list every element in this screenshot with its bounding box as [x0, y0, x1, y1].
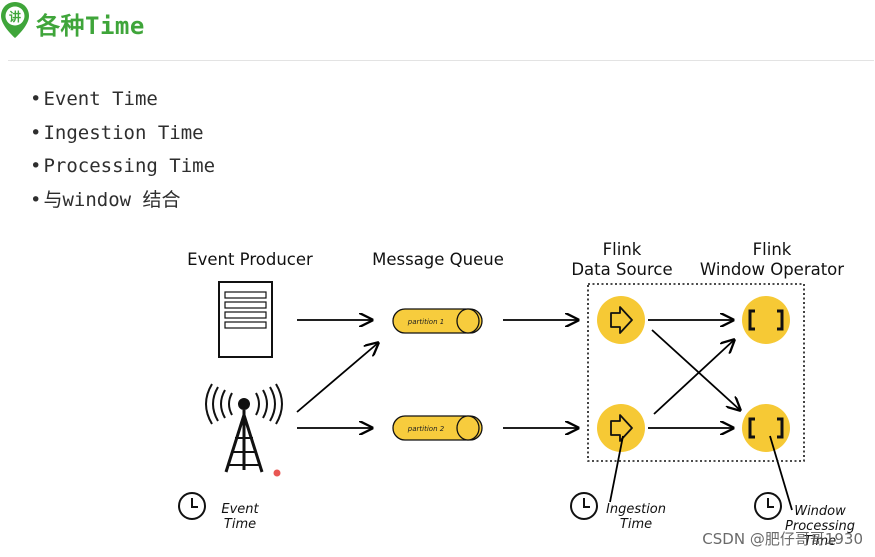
flink-source-label-2: Data Source	[571, 260, 672, 279]
clock-icon	[570, 492, 598, 520]
brackets-icon	[748, 417, 784, 439]
bullet-dot: •	[30, 155, 42, 177]
bullet-list: •Event Time •Ingestion Time •Processing …	[30, 86, 215, 220]
source-node-1	[597, 296, 645, 344]
arrow-right-icon	[610, 306, 633, 334]
processing-time-label-3: Time	[804, 534, 836, 549]
watermark-text: CSDN @肥仔哥哥1930	[702, 530, 863, 548]
bullet-text: Processing Time	[43, 155, 216, 177]
ingestion-time-label-1: Ingestion	[606, 502, 666, 517]
clock-icon	[754, 492, 782, 520]
flink-window-label-1: Flink	[753, 240, 792, 259]
processing-time-label-2: Processing	[785, 519, 855, 534]
flink-boundary-box	[587, 283, 805, 462]
processing-time-label-1: Window	[794, 504, 846, 519]
event-producer-label: Event Producer	[187, 250, 313, 269]
antenna-tower-icon	[205, 383, 283, 473]
bullet-text: Ingestion Time	[43, 121, 204, 144]
page-title: 各种Time	[36, 12, 145, 40]
message-queue-label: Message Queue	[372, 250, 504, 269]
partition-1-pill: partition 1	[392, 308, 483, 334]
partition-1-label: partition 1	[407, 318, 444, 326]
source-node-2	[597, 404, 645, 452]
ingestion-time-label-2: Time	[620, 517, 652, 532]
logo-pin-icon: 讲	[1, 2, 29, 38]
producer-arrows	[296, 320, 378, 428]
operator-arrows	[648, 320, 740, 428]
bullet-text: 与window 结合	[43, 188, 181, 211]
bullet-item: •与window 结合	[30, 187, 215, 221]
bullet-dot: •	[30, 88, 42, 110]
window-node-2	[742, 404, 790, 452]
clock-icon	[178, 492, 206, 520]
bullet-item: •Event Time	[30, 86, 215, 120]
bullet-text: Event Time	[43, 88, 158, 110]
partition-2-label: partition 2	[407, 425, 445, 433]
bullet-dot: •	[30, 188, 42, 211]
flink-source-label-1: Flink	[603, 240, 642, 259]
event-time-label-2: Time	[224, 517, 256, 532]
window-node-1	[742, 296, 790, 344]
event-time-label-1: Event	[221, 502, 259, 517]
arrow-right-icon	[610, 414, 633, 442]
title-divider	[8, 60, 874, 61]
flink-window-label-2: Window Operator	[700, 260, 844, 279]
queue-arrows	[503, 320, 578, 428]
bullet-item: •Ingestion Time	[30, 120, 215, 154]
timestamp-pointers	[609, 435, 793, 511]
server-icon	[218, 281, 273, 358]
bullet-dot: •	[30, 121, 42, 144]
cursor-dot	[273, 469, 281, 477]
brackets-icon	[748, 309, 784, 331]
bullet-item: •Processing Time	[30, 153, 215, 187]
partition-2-pill: partition 2	[392, 415, 483, 441]
logo-char: 讲	[9, 9, 21, 24]
